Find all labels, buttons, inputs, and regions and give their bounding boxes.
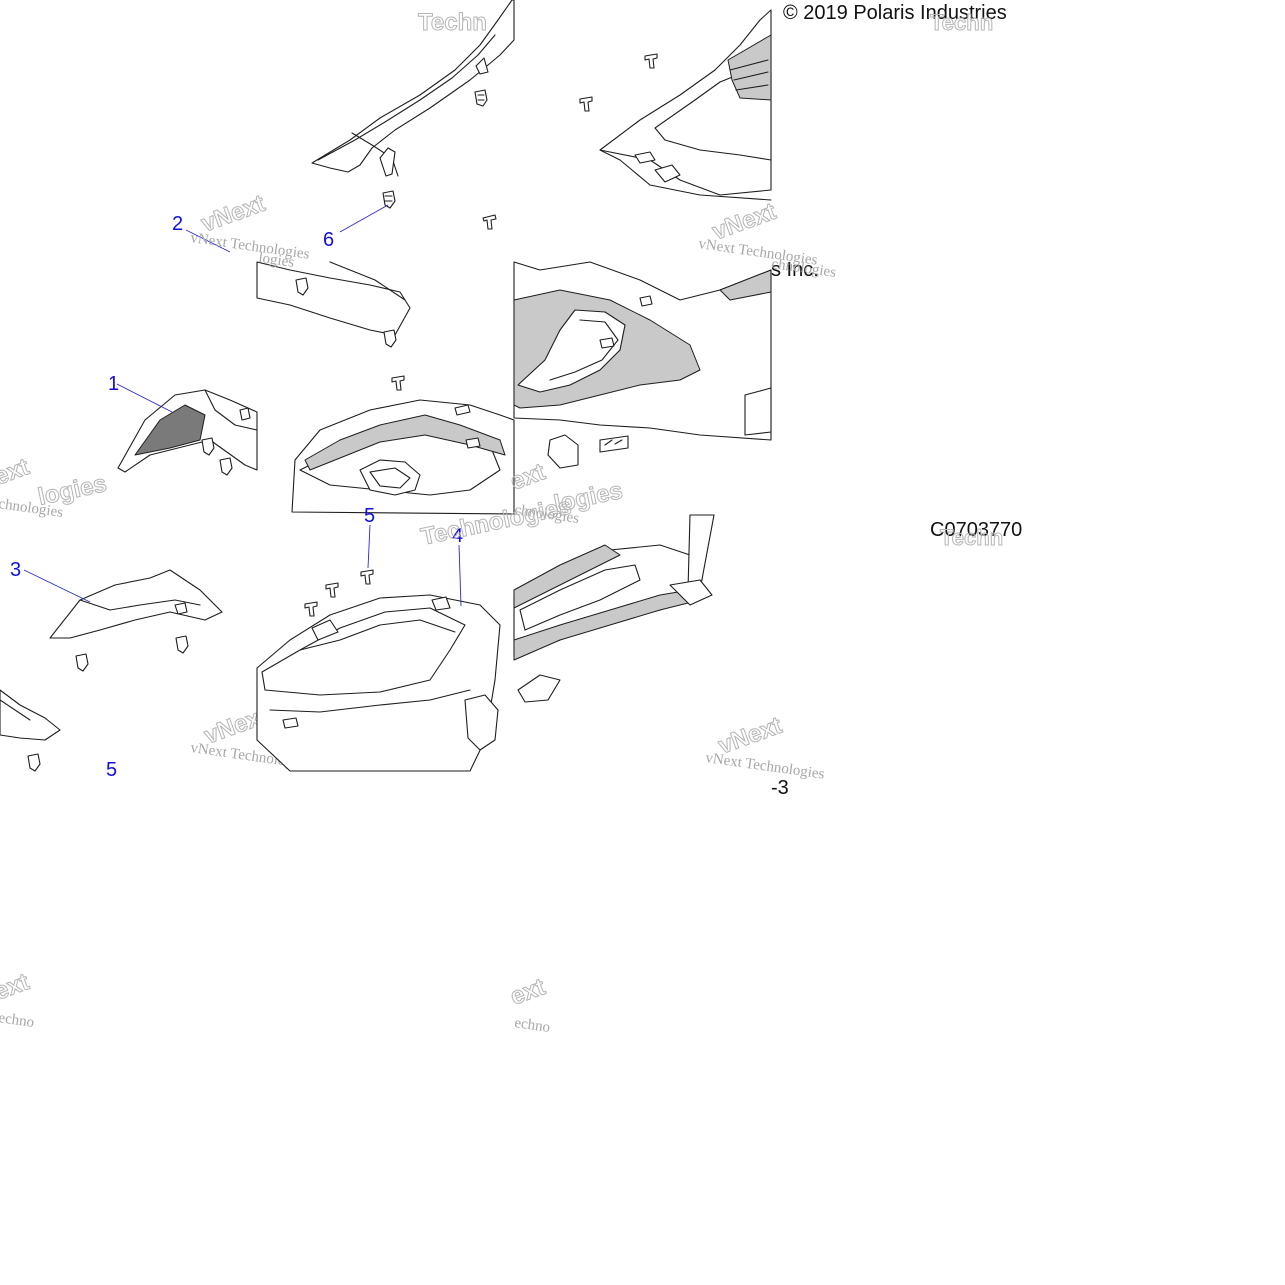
callout-label: 5 [364, 505, 375, 527]
callout-label: 1 [108, 373, 119, 395]
callout-label: 4 [452, 525, 463, 547]
screw-icon [325, 582, 339, 598]
tile-bottom-watermarks: ext echno ext echno [0, 968, 551, 1036]
push-clip-icon [175, 635, 189, 654]
copyright-fragment: s Inc. [771, 259, 819, 281]
watermark-text: Techn [940, 525, 1003, 550]
tile-upper-console [579, 9, 772, 201]
callout-label: 5 [106, 759, 117, 781]
tile-upper-panel [311, 0, 515, 230]
callout-label: 3 [10, 559, 21, 581]
push-clip-icon [295, 277, 309, 296]
tile-side-panel: 1 2 vNext Technologies vNext ext chnolog… [0, 189, 311, 521]
callout-label: 6 [323, 229, 334, 251]
watermark-text: logies [36, 470, 109, 511]
screw-icon [360, 569, 374, 585]
diagram-code: C0703770 [930, 519, 1022, 541]
watermark-text: vNext [198, 190, 269, 238]
screw-icon [391, 375, 405, 391]
page-fragment: -3 [771, 777, 789, 799]
tile-copyright-fragment: s Inc. chnologies [770, 256, 837, 281]
watermark-text: Techn [930, 10, 993, 35]
push-clip-icon [474, 89, 488, 107]
screw-icon [644, 53, 658, 69]
screw-icon [579, 96, 593, 112]
watermark-text: vNext [715, 712, 786, 760]
tile-rear-frame: vNext Technologies vNext ext chnologies … [506, 197, 818, 527]
push-clip-icon [219, 457, 233, 476]
push-clip-icon [27, 753, 41, 772]
push-clip-icon [201, 437, 215, 456]
watermark-text: vNext [709, 198, 780, 246]
tile-diagram-code: C0703770 Techn [930, 519, 1022, 551]
watermark-text: echno [0, 1010, 35, 1031]
watermark-text: echno [513, 1015, 551, 1036]
watermark-text: ext [0, 968, 33, 1005]
push-clip-icon [382, 190, 396, 209]
watermark-text: logies [257, 250, 295, 271]
tile-center-console: 6 logies [256, 204, 515, 515]
callout-label: 2 [172, 213, 183, 235]
watermark-text: ext [507, 973, 549, 1010]
copyright-text: © 2019 Polaris Industries [783, 2, 1007, 24]
screw-icon [482, 214, 497, 230]
tile-page-fragment: -3 [771, 777, 789, 799]
watermark-text: ext [0, 453, 33, 490]
tile-copyright: © 2019 Polaris Industries Techn [783, 2, 1007, 36]
push-clip-icon [75, 653, 89, 672]
tile-lower-trim: vNext Technologies vNext [513, 514, 826, 783]
watermark-text: Techn [418, 9, 487, 36]
push-clip-icon [383, 329, 397, 348]
screw-icon [304, 601, 318, 617]
